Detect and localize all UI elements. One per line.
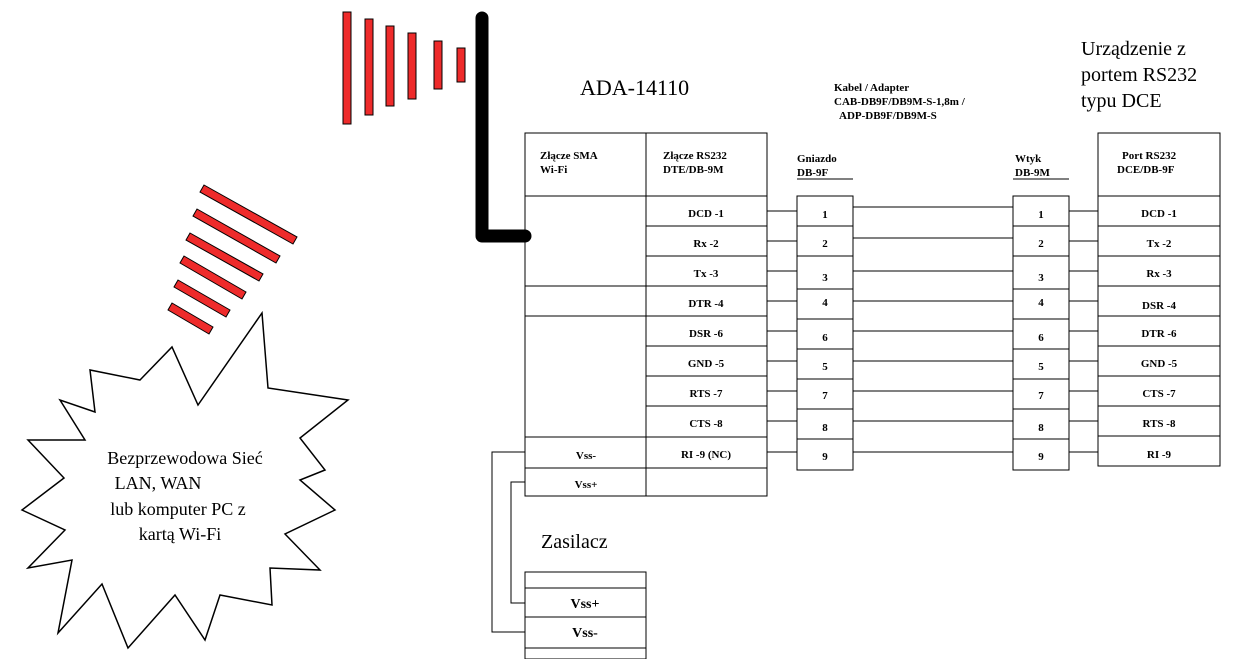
psu-table	[524, 571, 647, 659]
dce-pin-5: GND -5	[1141, 358, 1178, 370]
dce-port-table	[1097, 132, 1221, 467]
dte-pin-7: RTS -7	[690, 388, 723, 400]
male-pin-4: 4	[1038, 297, 1044, 309]
header-rs232-line-1: Złącze RS232	[663, 150, 727, 162]
female-pin-1: 1	[822, 209, 828, 221]
male-pin-3: 3	[1038, 272, 1044, 284]
female-pin-7: 7	[822, 390, 828, 402]
dce-pin-1: DCD -1	[1141, 208, 1177, 220]
female-pin-3: 3	[822, 272, 828, 284]
antenna-icon	[475, 11, 532, 243]
female-connector-table	[796, 195, 854, 471]
female-pin-5: 5	[822, 361, 828, 373]
dte-pin-8: CTS -8	[689, 418, 723, 430]
dce-pin-2: Tx -2	[1147, 238, 1172, 250]
dce-pin-3: Rx -3	[1146, 268, 1172, 280]
male-pin-9: 9	[1038, 451, 1044, 463]
cable-label-line-3: ADP-DB9F/DB9M-S	[839, 110, 937, 122]
ada-device-table	[524, 132, 768, 497]
male-pin-2: 2	[1038, 238, 1044, 250]
power-wires	[491, 451, 525, 633]
network-starburst	[20, 310, 350, 650]
male-pin-8: 8	[1038, 422, 1044, 434]
female-pin-4: 4	[822, 297, 828, 309]
dte-pin-6: DSR -6	[689, 328, 723, 340]
wires-dte-to-female	[767, 210, 797, 453]
wires-male-to-dce	[1069, 210, 1098, 453]
network-label-line-4: kartą Wi-Fi	[139, 524, 221, 544]
power-vss-plus: Vss+	[575, 479, 598, 491]
header-wtyk-line-1: Wtyk	[1015, 153, 1042, 165]
psu-vss-minus: Vss-	[572, 626, 598, 641]
wifi-signal-diagonal-icon	[167, 184, 298, 335]
header-sma-line-2: Wi-Fi	[540, 164, 567, 176]
header-gniazdo-line-2: DB-9F	[797, 167, 828, 179]
female-pin-2: 2	[822, 238, 828, 250]
female-pin-6: 6	[822, 332, 828, 344]
header-port-line-2: DCE/DB-9F	[1117, 164, 1175, 176]
dte-pin-2: Rx -2	[693, 238, 719, 250]
header-gniazdo-line-1: Gniazdo	[797, 153, 837, 165]
dte-pin-3: Tx -3	[694, 268, 719, 280]
dce-pin-8: RTS -8	[1143, 418, 1176, 430]
network-label-line-2: LAN, WAN	[115, 473, 202, 493]
female-pin-8: 8	[822, 422, 828, 434]
psu-title: Zasilacz	[541, 531, 608, 553]
dce-title-line-1: Urządzenie z	[1081, 38, 1186, 60]
dce-title-line-3: typu DCE	[1081, 90, 1162, 112]
female-pin-9: 9	[822, 451, 828, 463]
header-port-line-1: Port RS232	[1122, 150, 1177, 162]
header-rs232-line-2: DTE/DB-9M	[663, 164, 724, 176]
dce-pin-4: DSR -4	[1142, 300, 1176, 312]
dte-pin-9: RI -9 (NC)	[681, 449, 731, 461]
wifi-signal-bars-icon	[342, 11, 466, 125]
dce-pin-7: CTS -7	[1142, 388, 1176, 400]
cable-wires	[853, 206, 1013, 453]
dte-pin-4: DTR -4	[688, 298, 724, 310]
dce-pin-9: RI -9	[1147, 449, 1172, 461]
header-wtyk-line-2: DB-9M	[1015, 167, 1050, 179]
device-title: ADA-14110	[580, 75, 689, 100]
power-vss-minus: Vss-	[576, 450, 597, 462]
male-pin-7: 7	[1038, 390, 1044, 402]
cable-label-line-1: Kabel / Adapter	[834, 82, 909, 94]
network-label-line-3: lub komputer PC z	[110, 499, 246, 519]
male-connector-table	[1012, 195, 1070, 471]
psu-vss-plus: Vss+	[571, 597, 600, 612]
dte-pin-5: GND -5	[688, 358, 725, 370]
cable-label-line-2: CAB-DB9F/DB9M-S-1,8m /	[834, 96, 966, 108]
dce-pin-6: DTR -6	[1141, 328, 1177, 340]
male-pin-6: 6	[1038, 332, 1044, 344]
male-pin-1: 1	[1038, 209, 1044, 221]
male-pin-5: 5	[1038, 361, 1044, 373]
network-label-line-1: Bezprzewodowa Sieć	[107, 448, 262, 468]
dce-title-line-2: portem RS232	[1081, 64, 1197, 86]
header-sma-line-1: Złącze SMA	[540, 150, 598, 162]
dte-pin-1: DCD -1	[688, 208, 724, 220]
